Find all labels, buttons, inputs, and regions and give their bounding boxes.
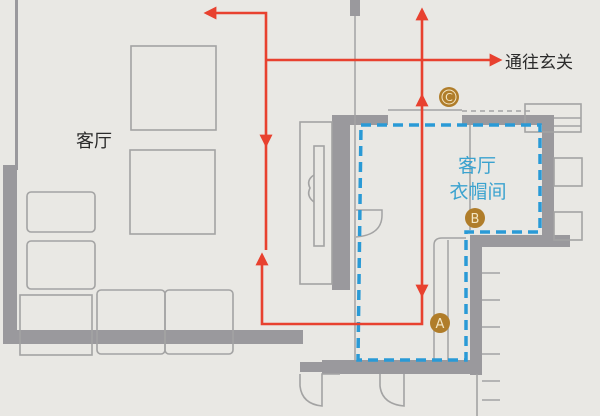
marker-c[interactable]: C xyxy=(439,87,459,107)
sofa-left-cushion-2 xyxy=(26,240,96,290)
thin-lines xyxy=(354,16,530,360)
corridor-wall-v xyxy=(470,235,482,375)
cloakroom-label-line1: 客厅 xyxy=(458,155,496,177)
partition-top xyxy=(350,115,388,125)
tv-stand xyxy=(307,174,315,203)
marker-b[interactable]: B xyxy=(465,208,485,228)
cloak-top-wall xyxy=(462,115,554,125)
tv-screen xyxy=(313,145,325,247)
route-loop xyxy=(255,252,424,326)
right-chair-1 xyxy=(553,157,583,187)
sofa-bottom-cushion-2 xyxy=(164,289,234,355)
upper-post xyxy=(350,0,360,16)
tv-cabinet xyxy=(299,121,333,285)
door-swing-right xyxy=(379,374,405,407)
marker-b-label: B xyxy=(471,212,480,227)
routes xyxy=(203,6,503,326)
sofa-left-cushion-1 xyxy=(26,191,96,233)
furniture xyxy=(19,45,583,416)
marker-b-circle xyxy=(465,208,485,228)
marker-c-ring xyxy=(441,89,457,105)
partition-wall xyxy=(332,115,350,290)
armchair-bottom xyxy=(129,149,216,235)
marker-a-label: A xyxy=(436,317,445,332)
sofa-corner-seat xyxy=(19,294,93,356)
cloak-right-wall xyxy=(542,115,554,243)
living-room-label: 客厅 xyxy=(76,131,112,152)
cloakroom-zone-outline xyxy=(356,123,542,362)
door-swing-left xyxy=(299,373,340,407)
bottom-wall-right xyxy=(322,360,482,374)
shelf-a-outer xyxy=(433,237,466,360)
bottom-wall-left xyxy=(3,330,303,344)
corridor-wall-h xyxy=(470,235,570,247)
sofa-bottom-cushion-1 xyxy=(96,289,166,355)
left-outer-wall xyxy=(3,165,17,343)
armchair-top xyxy=(130,45,217,131)
marker-a[interactable]: A xyxy=(430,313,450,333)
marker-a-circle xyxy=(430,313,450,333)
bottom-wall-mid xyxy=(300,362,330,372)
walls xyxy=(3,0,570,375)
left-thin-wall xyxy=(15,0,18,170)
right-chair-2 xyxy=(553,211,583,241)
cloakroom-label-line2: 衣帽间 xyxy=(449,181,506,203)
marker-c-label: C xyxy=(445,91,453,104)
entrance-route-label: 通往玄关 xyxy=(505,53,573,73)
route-to-top-left xyxy=(203,6,268,60)
door-swing-inner xyxy=(355,209,383,238)
